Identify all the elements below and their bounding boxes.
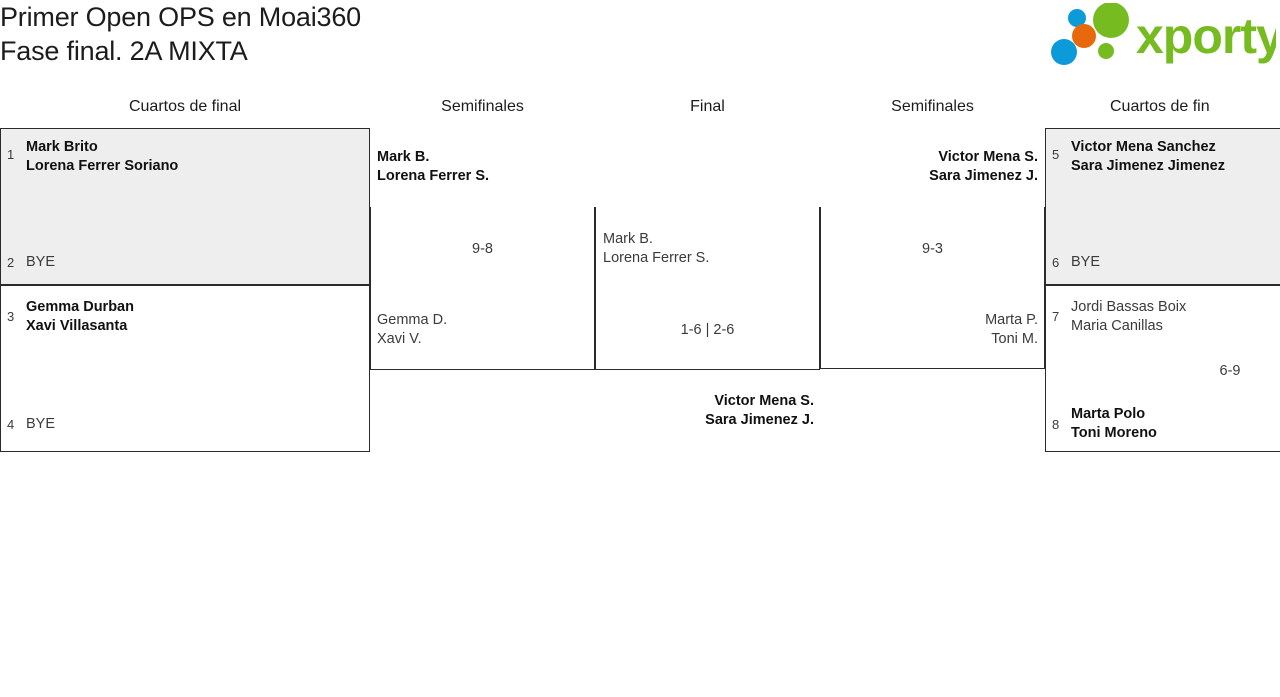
round-header-right-quarterfinals: Cuartos de fin [1110,98,1210,115]
round-header-left-quarterfinals: Cuartos de final [128,98,242,115]
player-entry-left-qf-2-bottom: BYE [26,416,56,432]
seed-number: 8 [1052,417,1060,432]
match-box-left-qf-2[interactable] [0,285,370,452]
seed-number: 6 [1052,255,1060,270]
score-right-semifinal: 9-3 [922,241,943,257]
seed-number: 3 [7,309,15,324]
score-final: 1-6 | 2-6 [680,322,735,338]
player-entry-left-sf-top: Mark B. Lorena Ferrer S. [377,149,490,184]
score-right-qf-2: 6-9 [1219,363,1241,379]
seed-number: 7 [1052,309,1060,324]
player-entry-left-qf-1-bottom: BYE [26,254,56,270]
svg-text:xporty: xporty [1136,8,1276,64]
xporty-logo: xporty [1048,3,1276,65]
match-box-left-semifinal[interactable] [370,207,595,370]
round-header-right-semifinals: Semifinales [891,98,974,115]
player-entry-right-qf-1-bottom: BYE [1071,254,1101,270]
seed-number: 1 [7,147,15,162]
player-entry-right-sf-top: Victor Mena S. Sara Jimenez J. [929,149,1038,184]
player-entry-left-qf-2-top: Gemma Durban Xavi Villasanta [26,299,134,334]
seed-number: 2 [7,255,15,270]
seed-number: 5 [1052,147,1060,162]
player-entry-right-qf-1-top: Victor Mena Sanchez Sara Jimenez Jimenez [1071,139,1225,174]
round-header-left-semifinals: Semifinales [441,98,524,115]
seed-number: 4 [7,417,15,432]
round-header-final: Final [690,98,725,115]
player-entry-left-qf-1-top: Mark Brito Lorena Ferrer Soriano [26,139,179,174]
match-box-right-qf-1[interactable] [1045,128,1280,285]
player-entry-right-qf-2-top: Jordi Bassas Boix Maria Canillas [1071,299,1187,334]
match-box-final[interactable] [595,207,820,370]
match-box-right-qf-2[interactable] [1045,285,1280,452]
player-entry-right-qf-2-bottom: Marta Polo Toni Moreno [1071,406,1157,441]
player-entry-final-bottom: Victor Mena S. Sara Jimenez J. [705,393,814,428]
match-box-left-qf-1[interactable] [0,128,370,285]
page-title: Primer Open OPS en Moai360 Fase final. 2… [0,2,361,66]
player-entry-right-sf-bottom: Marta P. Toni M. [985,312,1038,347]
score-left-semifinal: 9-8 [472,241,493,257]
player-entry-final-top: Mark B. Lorena Ferrer S. [603,231,710,266]
match-box-right-semifinal[interactable] [820,207,1045,369]
player-entry-left-sf-bottom: Gemma D. Xavi V. [377,312,448,347]
